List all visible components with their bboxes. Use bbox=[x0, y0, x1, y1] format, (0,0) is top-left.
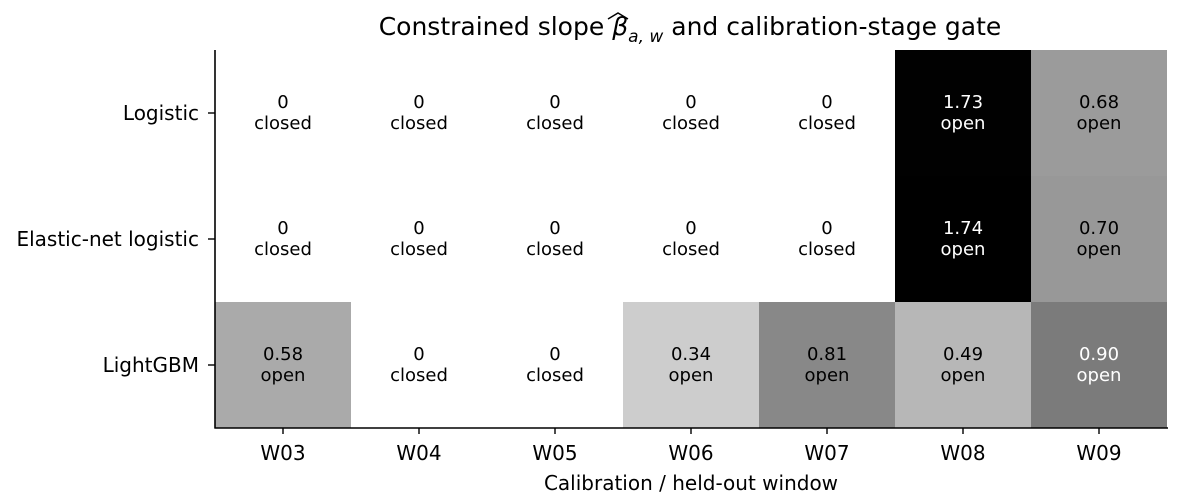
cell-gate-label: open bbox=[1077, 113, 1122, 134]
cell-value-label: 0 bbox=[685, 218, 696, 239]
y-tick-label: LightGBM bbox=[103, 353, 199, 377]
cell-value-label: 0.34 bbox=[671, 344, 711, 365]
x-axis-label: Calibration / held-out window bbox=[544, 471, 838, 495]
heatmap-cell-lightgbm-w06 bbox=[623, 302, 759, 428]
cell-gate-label: closed bbox=[390, 113, 448, 134]
heatmap-cell-elastic-net-logistic-w05 bbox=[487, 176, 623, 302]
cell-value-label: 0 bbox=[413, 92, 424, 113]
cell-value-label: 0 bbox=[277, 218, 288, 239]
cell-gate-label: open bbox=[941, 113, 986, 134]
heatmap-cell-lightgbm-w09 bbox=[1031, 302, 1167, 428]
heatmap-cell-logistic-w04 bbox=[351, 50, 487, 176]
cell-value-label: 0 bbox=[821, 218, 832, 239]
x-tick-label: W03 bbox=[260, 441, 305, 465]
cell-value-label: 0.81 bbox=[807, 344, 847, 365]
cell-value-label: 0 bbox=[549, 344, 560, 365]
cell-value-label: 0.68 bbox=[1079, 92, 1119, 113]
cell-value-label: 0.49 bbox=[943, 344, 983, 365]
cell-value-label: 1.73 bbox=[943, 92, 983, 113]
cell-gate-label: closed bbox=[390, 239, 448, 260]
heatmap-cell-logistic-w08 bbox=[895, 50, 1031, 176]
cell-gate-label: closed bbox=[526, 239, 584, 260]
y-tick-label: Logistic bbox=[123, 101, 199, 125]
x-tick-label: W04 bbox=[396, 441, 441, 465]
cell-gate-label: open bbox=[1077, 365, 1122, 386]
cell-value-label: 0 bbox=[685, 92, 696, 113]
heatmap-cell-logistic-w07 bbox=[759, 50, 895, 176]
cell-gate-label: open bbox=[261, 365, 306, 386]
heatmap-cell-logistic-w06 bbox=[623, 50, 759, 176]
chart-title-prefix: Constrained slope bbox=[379, 12, 612, 41]
heatmap-cell-lightgbm-w04 bbox=[351, 302, 487, 428]
cell-value-label: 0.90 bbox=[1079, 344, 1119, 365]
heatmap-cell-logistic-w03 bbox=[215, 50, 351, 176]
chart-title-symbol: β bbox=[611, 12, 628, 41]
heatmap-cell-logistic-w05 bbox=[487, 50, 623, 176]
heatmap-cell-elastic-net-logistic-w04 bbox=[351, 176, 487, 302]
x-tick-label: W07 bbox=[804, 441, 849, 465]
title-hat-accent bbox=[607, 12, 629, 20]
heatmap-cell-elastic-net-logistic-w03 bbox=[215, 176, 351, 302]
chart-title: Constrained slope βa, w and calibration-… bbox=[379, 12, 1002, 47]
cell-value-label: 0 bbox=[277, 92, 288, 113]
cell-gate-label: open bbox=[669, 365, 714, 386]
cell-gate-label: open bbox=[941, 239, 986, 260]
cell-value-label: 0 bbox=[413, 218, 424, 239]
chart-title-suffix: and calibration-stage gate bbox=[663, 12, 1001, 41]
heatmap-cell-elastic-net-logistic-w09 bbox=[1031, 176, 1167, 302]
cell-value-label: 0.58 bbox=[263, 344, 303, 365]
heatmap-cells bbox=[215, 50, 1167, 428]
cell-gate-label: closed bbox=[662, 113, 720, 134]
x-tick-label: W09 bbox=[1076, 441, 1121, 465]
heatmap-cell-lightgbm-w05 bbox=[487, 302, 623, 428]
cell-value-label: 0 bbox=[549, 92, 560, 113]
cell-value-label: 0 bbox=[413, 344, 424, 365]
cell-gate-label: closed bbox=[526, 365, 584, 386]
heatmap-cell-elastic-net-logistic-w07 bbox=[759, 176, 895, 302]
cell-value-label: 1.74 bbox=[943, 218, 983, 239]
cell-gate-label: closed bbox=[662, 239, 720, 260]
cell-gate-label: closed bbox=[254, 113, 312, 134]
cell-value-label: 0.70 bbox=[1079, 218, 1119, 239]
x-tick-label: W05 bbox=[532, 441, 577, 465]
cell-gate-label: closed bbox=[798, 239, 856, 260]
heatmap-cell-lightgbm-w08 bbox=[895, 302, 1031, 428]
chart-title-subscript: a, w bbox=[628, 27, 663, 47]
x-tick-label: W06 bbox=[668, 441, 713, 465]
heatmap-cell-labels: 0closed0closed0closed0closed0closed1.73o… bbox=[254, 92, 1121, 386]
heatmap-cell-logistic-w09 bbox=[1031, 50, 1167, 176]
heatmap-cell-lightgbm-w07 bbox=[759, 302, 895, 428]
x-tick-label: W08 bbox=[940, 441, 985, 465]
x-axis-ticks: W03 W04 W05 W06 W07 W08 W09 bbox=[260, 428, 1122, 465]
y-tick-label: Elastic-net logistic bbox=[16, 227, 199, 251]
heatmap-cell-lightgbm-w03 bbox=[215, 302, 351, 428]
cell-gate-label: closed bbox=[798, 113, 856, 134]
cell-gate-label: open bbox=[941, 365, 986, 386]
cell-gate-label: closed bbox=[526, 113, 584, 134]
cell-gate-label: open bbox=[1077, 239, 1122, 260]
heatmap-cell-elastic-net-logistic-w08 bbox=[895, 176, 1031, 302]
cell-value-label: 0 bbox=[821, 92, 832, 113]
cell-value-label: 0 bbox=[549, 218, 560, 239]
heatmap-cell-elastic-net-logistic-w06 bbox=[623, 176, 759, 302]
cell-gate-label: closed bbox=[254, 239, 312, 260]
cell-gate-label: open bbox=[805, 365, 850, 386]
cell-gate-label: closed bbox=[390, 365, 448, 386]
